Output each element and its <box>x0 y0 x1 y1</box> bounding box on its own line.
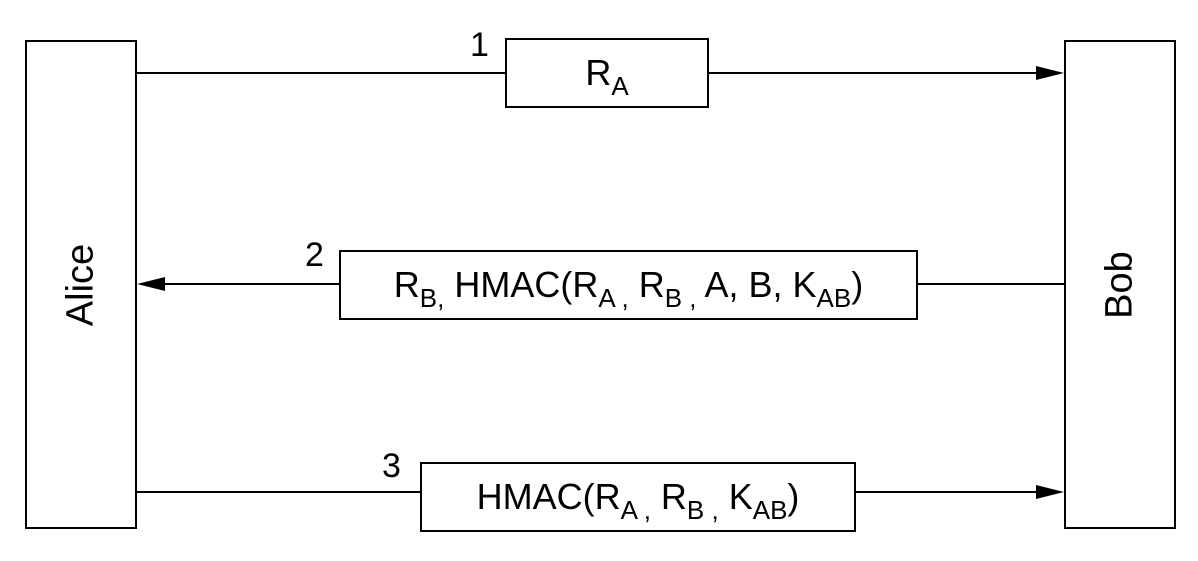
message-1-line-right <box>707 72 1039 74</box>
message-subscript: B , <box>686 495 719 525</box>
message-text: R <box>628 264 665 305</box>
message-subscript: A , <box>598 283 629 313</box>
message-subscript: B, <box>419 283 445 313</box>
message-text: ) <box>851 264 864 305</box>
message-1-label: RA <box>585 52 628 99</box>
message-subscript: A , <box>620 495 651 525</box>
message-subscript: AB <box>816 283 852 313</box>
message-2-line-left <box>164 283 341 285</box>
message-subscript: AB <box>752 495 788 525</box>
message-text: HMAC(R <box>444 264 599 305</box>
message-1-number: 1 <box>470 26 489 64</box>
message-subscript: B , <box>664 283 697 313</box>
message-3-box: HMAC(RA , RB , KAB) <box>420 462 856 532</box>
message-text: ) <box>787 476 800 517</box>
message-3-arrowhead-icon <box>1036 485 1064 499</box>
message-text: R <box>585 52 612 93</box>
message-text: A, B, K <box>696 264 817 305</box>
message-2-number: 2 <box>305 236 324 274</box>
message-text: HMAC(R <box>476 476 621 517</box>
bob-box: Bob <box>1064 40 1176 529</box>
message-1-box: RA <box>505 38 709 108</box>
message-text: R <box>393 264 420 305</box>
message-2-line-right <box>916 283 1064 285</box>
alice-box: Alice <box>25 40 137 529</box>
message-2-box: RB, HMAC(RA , RB , A, B, KAB) <box>339 250 918 320</box>
message-3-number: 3 <box>382 447 401 485</box>
message-text: R <box>650 476 687 517</box>
message-3-line-left <box>137 491 421 493</box>
alice-label: Alice <box>59 243 102 326</box>
message-2-label: RB, HMAC(RA , RB , A, B, KAB) <box>393 264 864 311</box>
message-1-line-left <box>137 72 506 74</box>
bob-label: Bob <box>1098 250 1141 319</box>
message-subscript: A <box>611 71 629 101</box>
message-text: K <box>718 476 753 517</box>
message-2-arrowhead-icon <box>137 277 165 291</box>
message-3-line-right <box>855 491 1039 493</box>
message-1-arrowhead-icon <box>1036 66 1064 80</box>
message-3-label: HMAC(RA , RB , KAB) <box>476 476 800 523</box>
